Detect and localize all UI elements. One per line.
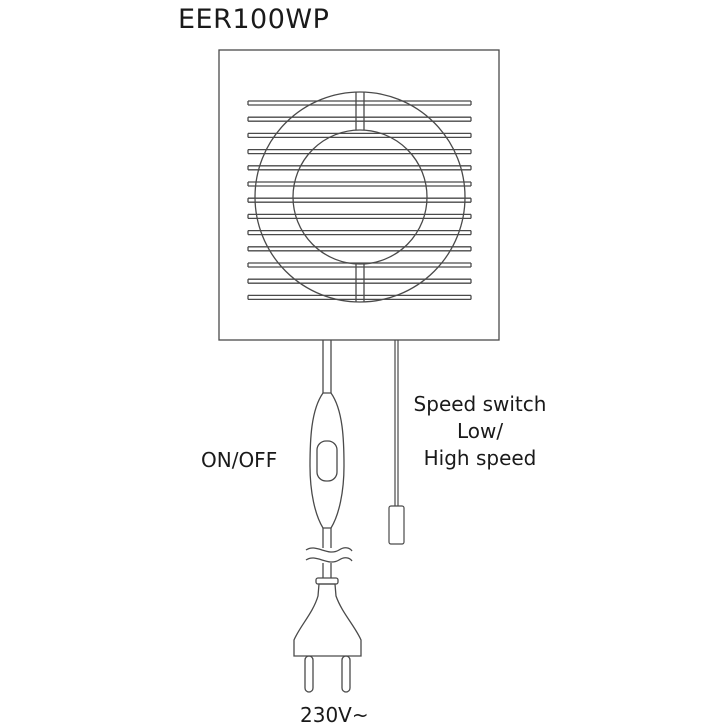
pull-cord-handle [388, 505, 405, 545]
plug-prong-right [341, 655, 351, 693]
wire-break-icon [305, 547, 353, 563]
grille-slat [247, 262, 472, 268]
grille-slat [247, 132, 472, 139]
grille-slat [247, 229, 472, 236]
fan-grille-slats [247, 100, 472, 301]
speed-switch-line-1: Speed switch [413, 392, 547, 416]
grille-slat [247, 100, 472, 106]
power-cord [293, 340, 362, 693]
model-title: EER100WP [178, 4, 330, 35]
speed-switch-label: Speed switch Low/ High speed [395, 391, 565, 472]
fan-front-panel [218, 49, 500, 341]
switch-button [316, 440, 338, 482]
grille-slat [247, 197, 472, 203]
plug-prong-left [304, 655, 314, 693]
grille-slat [247, 294, 472, 301]
grille-slat [247, 278, 472, 284]
grille-slat [247, 116, 472, 122]
fan-grille-icon [218, 49, 500, 341]
pull-cord-icon [388, 340, 405, 545]
grille-slat [247, 246, 472, 252]
fan-inner-ring [292, 129, 428, 265]
inline-switch-icon [309, 392, 345, 529]
speed-switch-line-3: High speed [423, 446, 537, 470]
grille-slat [247, 213, 472, 220]
grille-slat [247, 181, 472, 187]
euro-plug-icon [293, 577, 362, 693]
grille-slat [247, 148, 472, 155]
speed-switch-line-2: Low/ [456, 419, 504, 443]
grille-slat [247, 165, 472, 171]
fan-outer-ring [254, 91, 466, 303]
voltage-label: 230V~ [300, 703, 369, 727]
on-off-label: ON/OFF [201, 448, 278, 472]
